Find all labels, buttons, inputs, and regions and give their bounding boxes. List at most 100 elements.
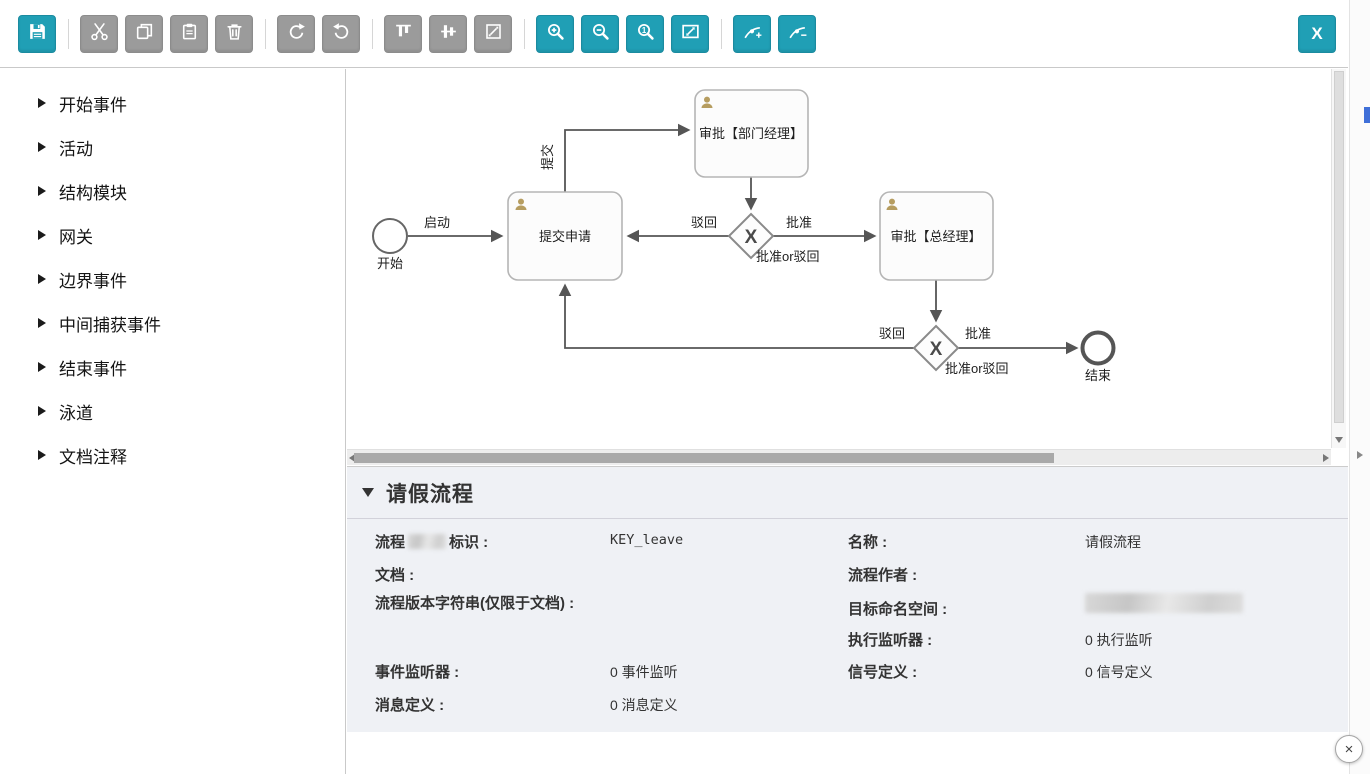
task-dept-manager-node[interactable]: 审批【部门经理】	[694, 89, 809, 178]
end-event-node[interactable]: 结束	[1080, 330, 1116, 384]
palette-item-activities[interactable]: 活动	[0, 125, 345, 169]
palette-item-annotations[interactable]: 文档注释	[0, 433, 345, 477]
export-x-button[interactable]: X	[1298, 14, 1336, 53]
redacted-text	[408, 534, 447, 549]
toolbar-separator	[524, 18, 525, 49]
palette-item-boundary-events[interactable]: 边界事件	[0, 257, 345, 301]
zoom-out-button[interactable]	[581, 14, 619, 53]
gateway1-label: 批准or驳回	[756, 249, 820, 264]
flow-approve2-label: 批准	[965, 326, 991, 341]
toolbar: 1	[0, 0, 1348, 68]
task-general-manager-label: 审批【总经理】	[890, 229, 981, 244]
remove-bendpoint-icon	[787, 21, 808, 47]
gateway2-node[interactable]: X 批准or驳回	[912, 324, 1009, 376]
scroll-right-icon[interactable]	[1323, 454, 1329, 462]
task-submit-label: 提交申请	[539, 229, 591, 244]
right-edge-strip	[1349, 0, 1370, 774]
toolbar-separator	[372, 18, 373, 49]
task-submit-node[interactable]: 提交申请	[507, 191, 623, 281]
gateway1-node[interactable]: X 批准or驳回	[727, 212, 820, 264]
properties-panel: 请假流程 流程标识 : KEY_leave 文档 : 流程版本字符串(仅限于文档…	[347, 466, 1348, 732]
undo-button[interactable]	[322, 14, 360, 53]
add-bendpoint-button[interactable]	[733, 14, 771, 53]
name-label: 名称 :	[848, 534, 888, 551]
same-size-button[interactable]	[474, 14, 512, 53]
signal-definitions-value[interactable]: 0 信号定义	[1085, 664, 1153, 680]
chevron-right-icon	[38, 186, 46, 196]
task-general-manager-node[interactable]: 审批【总经理】	[879, 191, 994, 281]
copy-icon	[134, 21, 155, 47]
palette-item-swimlanes[interactable]: 泳道	[0, 389, 345, 433]
export-x-label: X	[1311, 23, 1323, 43]
sequence-flows	[408, 123, 1079, 355]
start-event-node[interactable]: 开始	[372, 218, 408, 271]
paste-button[interactable]	[170, 14, 208, 53]
scroll-left-icon[interactable]	[349, 454, 355, 462]
signal-definitions-label: 信号定义 :	[848, 664, 918, 681]
gateway-x-glyph: X	[930, 339, 943, 360]
target-namespace-label: 目标命名空间 :	[848, 601, 948, 618]
properties-panel-header[interactable]: 请假流程	[347, 467, 1348, 519]
save-button[interactable]	[18, 14, 56, 53]
palette-item-label: 开始事件	[59, 95, 127, 115]
palette-item-end-events[interactable]: 结束事件	[0, 345, 345, 389]
palette-item-structural[interactable]: 结构模块	[0, 169, 345, 213]
scroll-right-icon[interactable]	[1357, 451, 1363, 459]
fit-screen-button[interactable]	[671, 14, 709, 53]
execution-listeners-label: 执行监听器 :	[848, 632, 933, 649]
palette-item-intermediate-catching-events[interactable]: 中间捕获事件	[0, 301, 345, 345]
task-dept-manager-label: 审批【部门经理】	[699, 126, 803, 141]
flow-submit-label: 提交	[540, 144, 555, 170]
scroll-down-icon[interactable]	[1335, 437, 1343, 443]
palette-sidebar: 开始事件 活动 结构模块 网关 边界事件 中间捕获事件 结束事件 泳道 文档注释	[0, 69, 346, 774]
diagram-canvas[interactable]: 启动 提交 驳回 批准 驳回 批准 开始 提交申请 审批【部门经理】	[347, 69, 1348, 465]
vertical-scrollbar[interactable]	[1331, 69, 1346, 448]
save-icon	[27, 21, 48, 47]
zoom-in-button[interactable]	[536, 14, 574, 53]
fit-screen-icon	[680, 21, 701, 47]
vertical-scrollbar-thumb[interactable]	[1334, 71, 1344, 423]
flow-reject1-label: 驳回	[691, 215, 717, 230]
chevron-right-icon	[38, 450, 46, 460]
target-namespace-value-redacted[interactable]	[1085, 593, 1243, 613]
gateway2-label: 批准or驳回	[945, 361, 1009, 376]
flow-reject2-label: 驳回	[879, 326, 905, 341]
user-icon	[515, 198, 527, 210]
name-value[interactable]: 请假流程	[1085, 534, 1141, 550]
remove-bendpoint-button[interactable]	[778, 14, 816, 53]
event-listeners-value[interactable]: 0 事件监听	[610, 664, 678, 680]
chevron-right-icon	[38, 274, 46, 284]
chevron-right-icon	[38, 406, 46, 416]
zoom-actual-button[interactable]: 1	[626, 14, 664, 53]
process-title: 请假流程	[386, 482, 474, 506]
flow-approve1-label: 批准	[786, 215, 812, 230]
palette-item-start-events[interactable]: 开始事件	[0, 81, 345, 125]
close-icon: ×	[1344, 740, 1354, 758]
execution-listeners-value[interactable]: 0 执行监听	[1085, 632, 1153, 648]
edge-marker	[1364, 107, 1370, 123]
toolbar-separator	[68, 18, 69, 49]
redo-button[interactable]	[277, 14, 315, 53]
horizontal-scrollbar-thumb[interactable]	[354, 453, 1054, 463]
chevron-right-icon	[38, 142, 46, 152]
palette-item-gateways[interactable]: 网关	[0, 213, 345, 257]
message-definitions-value[interactable]: 0 消息定义	[610, 697, 678, 713]
align-middle-button[interactable]	[429, 14, 467, 53]
close-button[interactable]: ×	[1335, 735, 1363, 763]
delete-button[interactable]	[215, 14, 253, 53]
chevron-down-icon[interactable]	[362, 488, 374, 497]
flow-reject2[interactable]	[558, 283, 914, 349]
cut-button[interactable]	[80, 14, 118, 53]
chevron-right-icon	[38, 318, 46, 328]
end-event-label: 结束	[1085, 368, 1111, 383]
flow-submit-to-dept[interactable]	[564, 123, 691, 192]
bpmn-diagram: 启动 提交 驳回 批准 驳回 批准 开始 提交申请 审批【部门经理】	[372, 89, 1116, 384]
horizontal-scrollbar[interactable]	[347, 449, 1331, 465]
author-label: 流程作者 :	[848, 567, 918, 584]
align-top-icon	[393, 21, 414, 47]
align-top-button[interactable]	[384, 14, 422, 53]
redo-icon	[286, 21, 307, 47]
process-id-value[interactable]: KEY_leave	[610, 532, 684, 548]
copy-button[interactable]	[125, 14, 163, 53]
toolbar-separator	[721, 18, 722, 49]
